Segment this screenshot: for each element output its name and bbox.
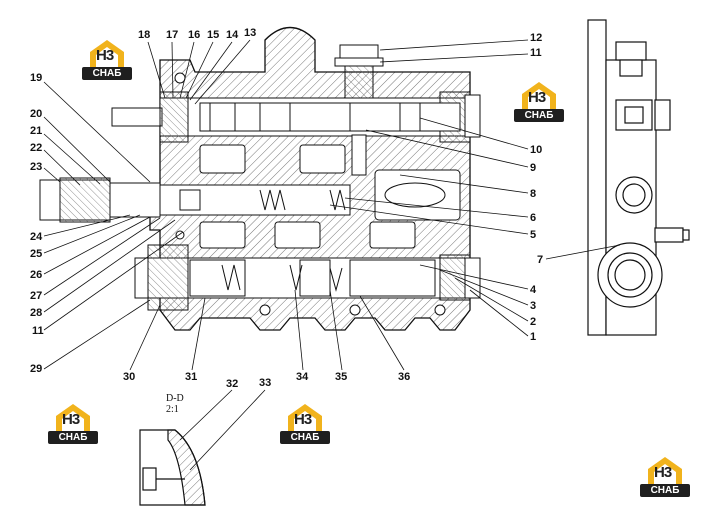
callout-label: 16: [188, 29, 201, 41]
top-plug: [334, 44, 384, 176]
callout-label: 13: [244, 27, 257, 39]
house-icon: [90, 40, 124, 68]
logo-mark: H3: [96, 47, 114, 64]
logo-mark: H3: [654, 464, 672, 481]
house-icon: [56, 404, 90, 432]
callout-label: 12: [530, 32, 543, 44]
callout-label: 4: [530, 284, 537, 296]
callout-label: 6: [530, 212, 537, 224]
callout-label: 34: [296, 371, 309, 383]
house-icon: [288, 404, 322, 432]
callout-label: 25: [30, 248, 43, 260]
logo-band: СНАБ: [48, 431, 98, 444]
house-icon: [648, 457, 682, 485]
watermark-logo: H3 СНАБ: [640, 455, 690, 499]
watermark-logo: H3 СНАБ: [514, 80, 564, 124]
middle-spool: [39, 177, 351, 223]
callout-label: 27: [30, 290, 43, 302]
callout-label: 35: [335, 371, 348, 383]
logo-mark: H3: [62, 411, 80, 428]
callout-label: 11: [32, 325, 44, 337]
callout-label: 22: [30, 142, 43, 154]
callout-label: 1: [530, 331, 537, 343]
callout-label: 17: [166, 29, 179, 41]
leader-lines: [43, 39, 621, 471]
callout-label: 3: [530, 300, 537, 312]
body-cavities: [174, 72, 461, 316]
callout-label: 31: [185, 371, 198, 383]
side-view: [587, 19, 690, 336]
callout-label: 15: [207, 29, 220, 41]
callout-label: 23: [30, 161, 43, 173]
callout-label: 21: [30, 125, 43, 137]
callout-label: 10: [530, 144, 543, 156]
section-name: D-D: [166, 393, 184, 404]
logo-band: СНАБ: [514, 109, 564, 122]
house-icon: [522, 82, 556, 110]
logo-mark: H3: [528, 89, 546, 106]
callout-label: 33: [259, 377, 272, 389]
logo-band: СНАБ: [640, 484, 690, 497]
top-spool: [111, 91, 481, 143]
callout-label: 32: [226, 378, 239, 390]
section-label: D-D 2:1: [166, 393, 184, 415]
callout-label: 28: [30, 307, 43, 319]
callout-label: 30: [123, 371, 136, 383]
callout-label: 2: [530, 316, 537, 328]
section-detail: [139, 429, 206, 506]
logo-band: СНАБ: [82, 67, 132, 80]
callout-label: 5: [530, 229, 537, 241]
callout-label: 9: [530, 162, 537, 174]
callout-label: 36: [398, 371, 411, 383]
watermark-logo: H3 СНАБ: [280, 402, 330, 446]
logo-mark: H3: [294, 411, 312, 428]
callout-label: 24: [30, 231, 43, 243]
callout-label: 8: [530, 188, 537, 200]
callout-label: 29: [30, 363, 43, 375]
callout-label: 14: [226, 29, 239, 41]
logo-band: СНАБ: [280, 431, 330, 444]
callout-label: 20: [30, 108, 43, 120]
callout-label: 26: [30, 269, 43, 281]
watermark-logo: H3 СНАБ: [48, 402, 98, 446]
section-scale: 2:1: [166, 403, 179, 415]
bottom-spool: [134, 244, 481, 311]
callout-label: 11: [530, 47, 542, 59]
callout-label: 7: [537, 254, 544, 266]
callout-label: 18: [138, 29, 151, 41]
callout-label: 19: [30, 72, 43, 84]
watermark-logo: H3 СНАБ: [82, 38, 132, 82]
